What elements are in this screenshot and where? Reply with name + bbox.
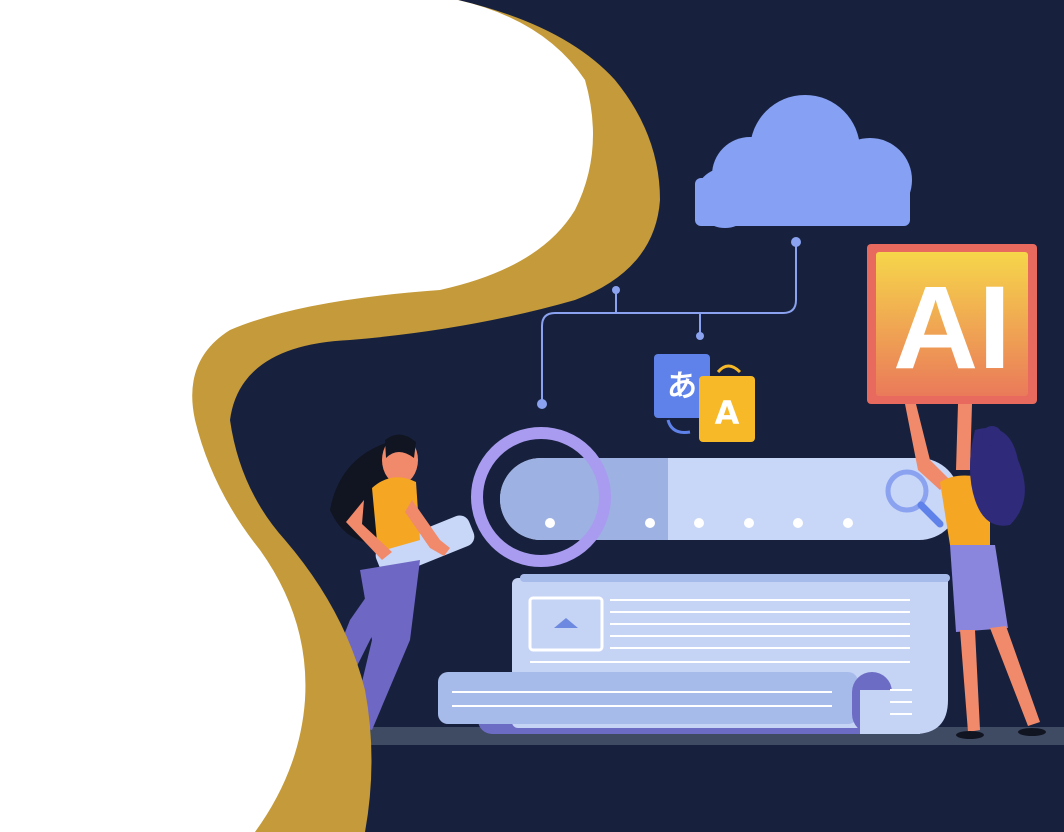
magnifier-icon bbox=[375, 427, 611, 577]
white-wave-shape bbox=[0, 0, 593, 832]
translate-icon: あ A bbox=[654, 354, 755, 442]
ai-badge-icon: AI bbox=[867, 244, 1037, 404]
translate-source-glyph: あ bbox=[667, 369, 697, 404]
search-bar bbox=[500, 458, 960, 540]
translate-target-glyph: A bbox=[715, 394, 740, 432]
ai-badge-label: AI bbox=[893, 262, 1011, 394]
right-woman-figure bbox=[905, 404, 1046, 739]
image-icon bbox=[528, 596, 604, 652]
document-stack bbox=[438, 574, 950, 734]
cloud-icon bbox=[695, 95, 912, 228]
small-magnifier-icon bbox=[885, 469, 944, 528]
connector-dots bbox=[537, 237, 801, 409]
